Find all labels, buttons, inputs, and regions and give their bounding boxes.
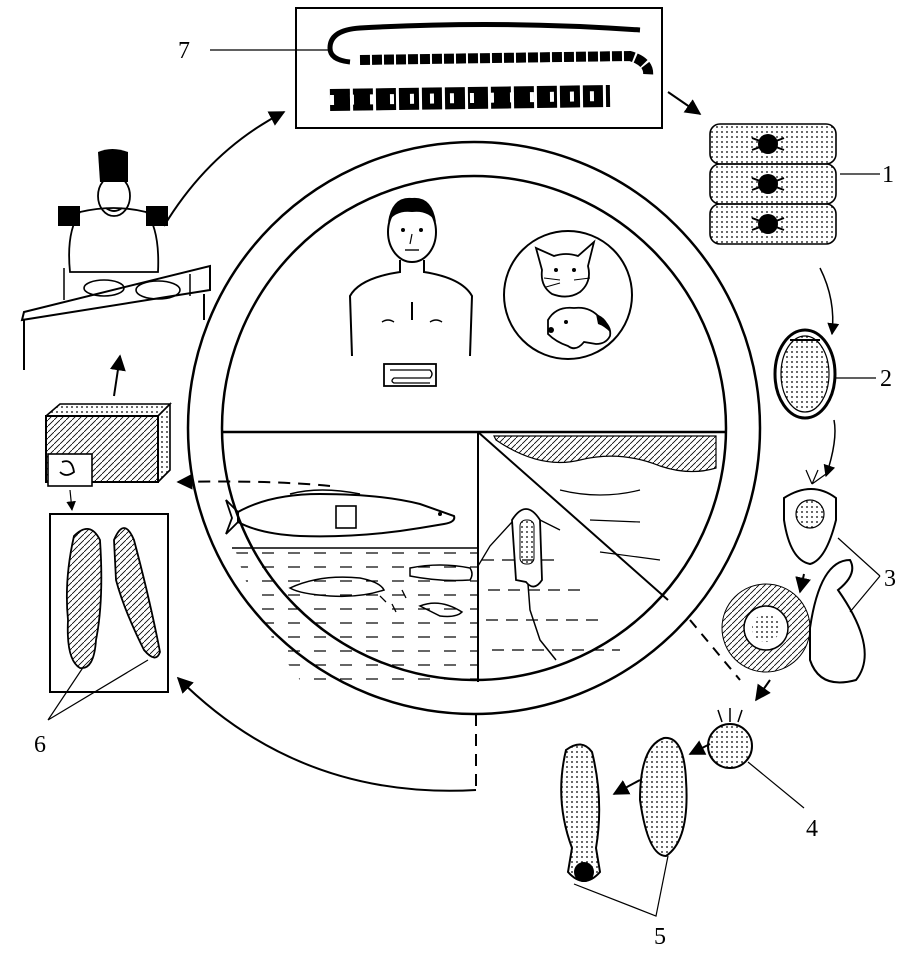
cat-icon [536,242,594,297]
fish-flesh-block [46,404,170,486]
tapeworm-strobila-icon [296,8,662,128]
water-copepod-scene [478,432,716,682]
copepod-icon [478,509,560,660]
fish-icon [226,490,454,536]
label-2: 2 [880,366,892,392]
fish-host-scene [226,490,478,680]
coracidium-icon [722,470,865,683]
egg-icon [775,330,835,418]
plerocercoid-icon [50,514,168,692]
label-4: 4 [806,816,818,842]
procercoid-icon [561,738,686,882]
label-5: 5 [654,924,666,950]
proglottids-icon [710,124,836,244]
label-1: 1 [882,162,894,188]
pets-host-circle [504,231,632,359]
label-7: 7 [178,38,190,64]
label-6: 6 [34,732,46,758]
dining-man-icon [22,149,210,370]
human-host-icon [350,198,472,386]
dog-icon [548,308,610,349]
label-3: 3 [884,566,896,592]
oncosphere-icon [708,708,752,768]
